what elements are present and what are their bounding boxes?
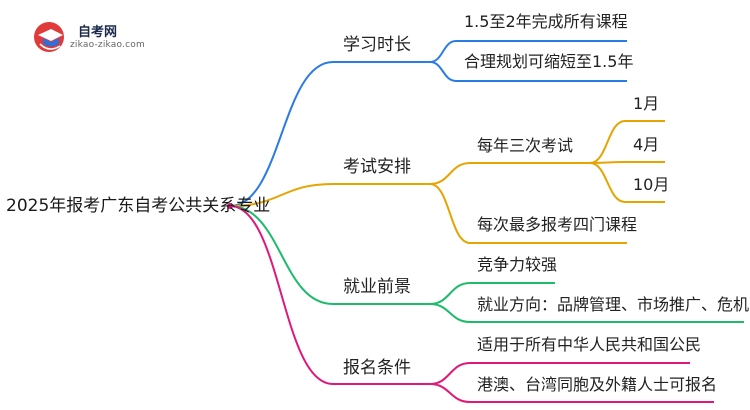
branch-connector: [229, 183, 334, 207]
leaf-connector: [429, 40, 457, 63]
leaf-connector: [429, 303, 471, 323]
leaf-connector: [429, 282, 471, 305]
leaf-connector: [429, 162, 471, 185]
leaf-label: 1.5至2年完成所有课程: [464, 12, 628, 31]
leaf-label: 10月: [633, 175, 670, 194]
branch-label: 学习时长: [343, 35, 411, 55]
branch-label: 就业前景: [343, 277, 411, 297]
branch-connector: [229, 205, 334, 305]
leaf-connector: [429, 362, 471, 385]
leaf-connector: [429, 61, 457, 82]
branch-connector: [229, 61, 334, 207]
leaf-label: 合理规划可缩短至1.5年: [464, 52, 634, 71]
leaf-label: 每次最多报考四门课程: [477, 215, 638, 234]
leaf-label: 港澳、台湾同胞及外籍人士可报名: [477, 375, 718, 394]
leaf-connector: [589, 162, 626, 203]
logo-name: 自考网: [78, 25, 118, 40]
leaf-label: 竞争力较强: [477, 255, 558, 274]
root-dot: [227, 203, 233, 209]
root-node: 2025年报考广东自考公共关系专业: [6, 196, 271, 216]
graduation-cap-icon: [34, 22, 64, 52]
leaf-connector: [589, 161, 626, 164]
branch-label: 报名条件: [343, 358, 411, 378]
branch-label: 考试安排: [343, 157, 411, 177]
site-logo[interactable]: 自考网 zikao-zikao.com: [32, 18, 152, 56]
subbranch-label: 每年三次考试: [477, 136, 574, 155]
logo-url: zikao-zikao.com: [70, 40, 145, 50]
leaf-connector: [589, 120, 626, 164]
leaf-label: 适用于所有中华人民共和国公民: [477, 335, 702, 354]
leaf-label: 就业方向：品牌管理、市场推广、危机公关: [477, 295, 750, 314]
branch-connector: [229, 205, 334, 385]
leaf-connector: [429, 383, 471, 403]
leaf-label: 1月: [633, 94, 660, 113]
leaf-label: 4月: [633, 135, 660, 154]
leaf-connector: [429, 183, 471, 244]
